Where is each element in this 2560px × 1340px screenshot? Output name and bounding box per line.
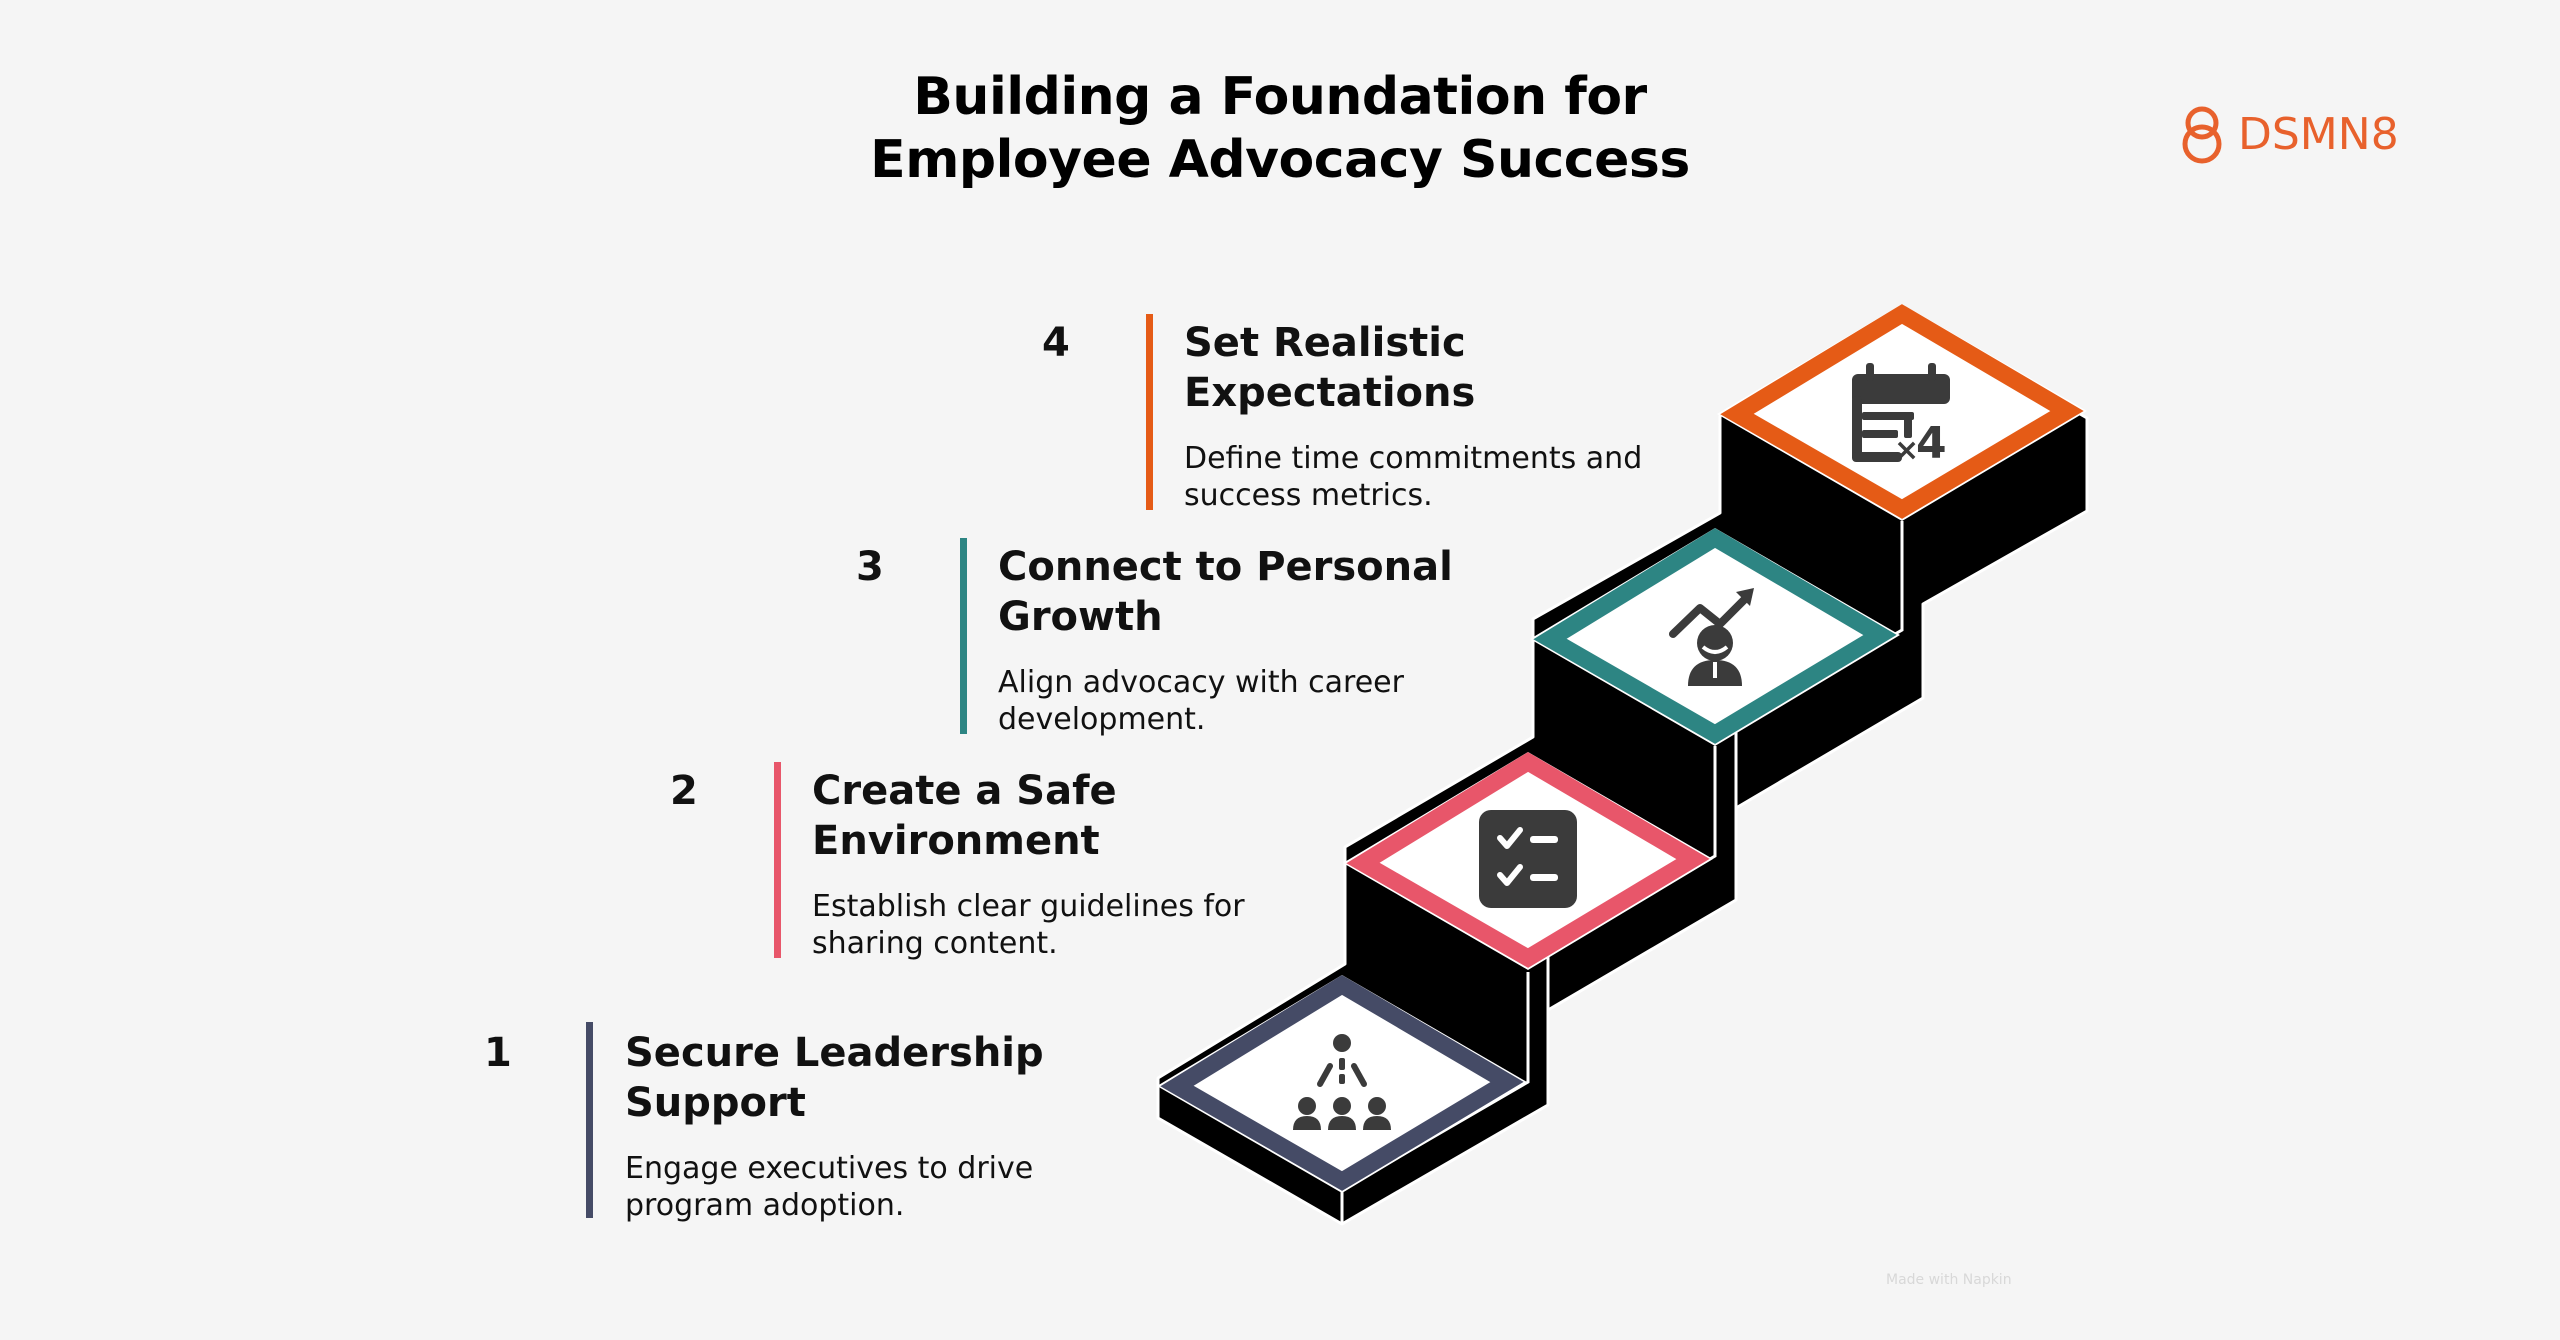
logo-text: DSMN8 [2238,108,2399,160]
step-number: 1 [484,1030,512,1076]
calendar-icon: × 4 [1852,363,1950,469]
step-number: 3 [856,544,884,590]
checklist-icon [1479,810,1577,908]
svg-text:×: × [1894,433,1919,468]
step-number: 2 [670,768,698,814]
step-accent-bar [774,762,781,958]
staircase-body [1156,309,2089,1226]
title-line-1: Building a Foundation for [913,67,1647,127]
step-accent-bar [586,1022,593,1218]
page-title: Building a Foundation for Employee Advoc… [780,66,1780,192]
step-accent-bar [1146,314,1153,510]
title-line-2: Employee Advocacy Success [870,130,1690,190]
brand-logo: DSMN8 [2176,104,2399,164]
watermark: Made with Napkin [1886,1272,2012,1288]
career-growth-icon [1669,588,1754,686]
svg-text:4: 4 [1916,418,1947,469]
step-number: 4 [1042,320,1070,366]
hierarchy-people-icon [1293,1034,1391,1130]
step-accent-bar [960,538,967,734]
dsmn8-logo-icon [2182,106,2222,164]
